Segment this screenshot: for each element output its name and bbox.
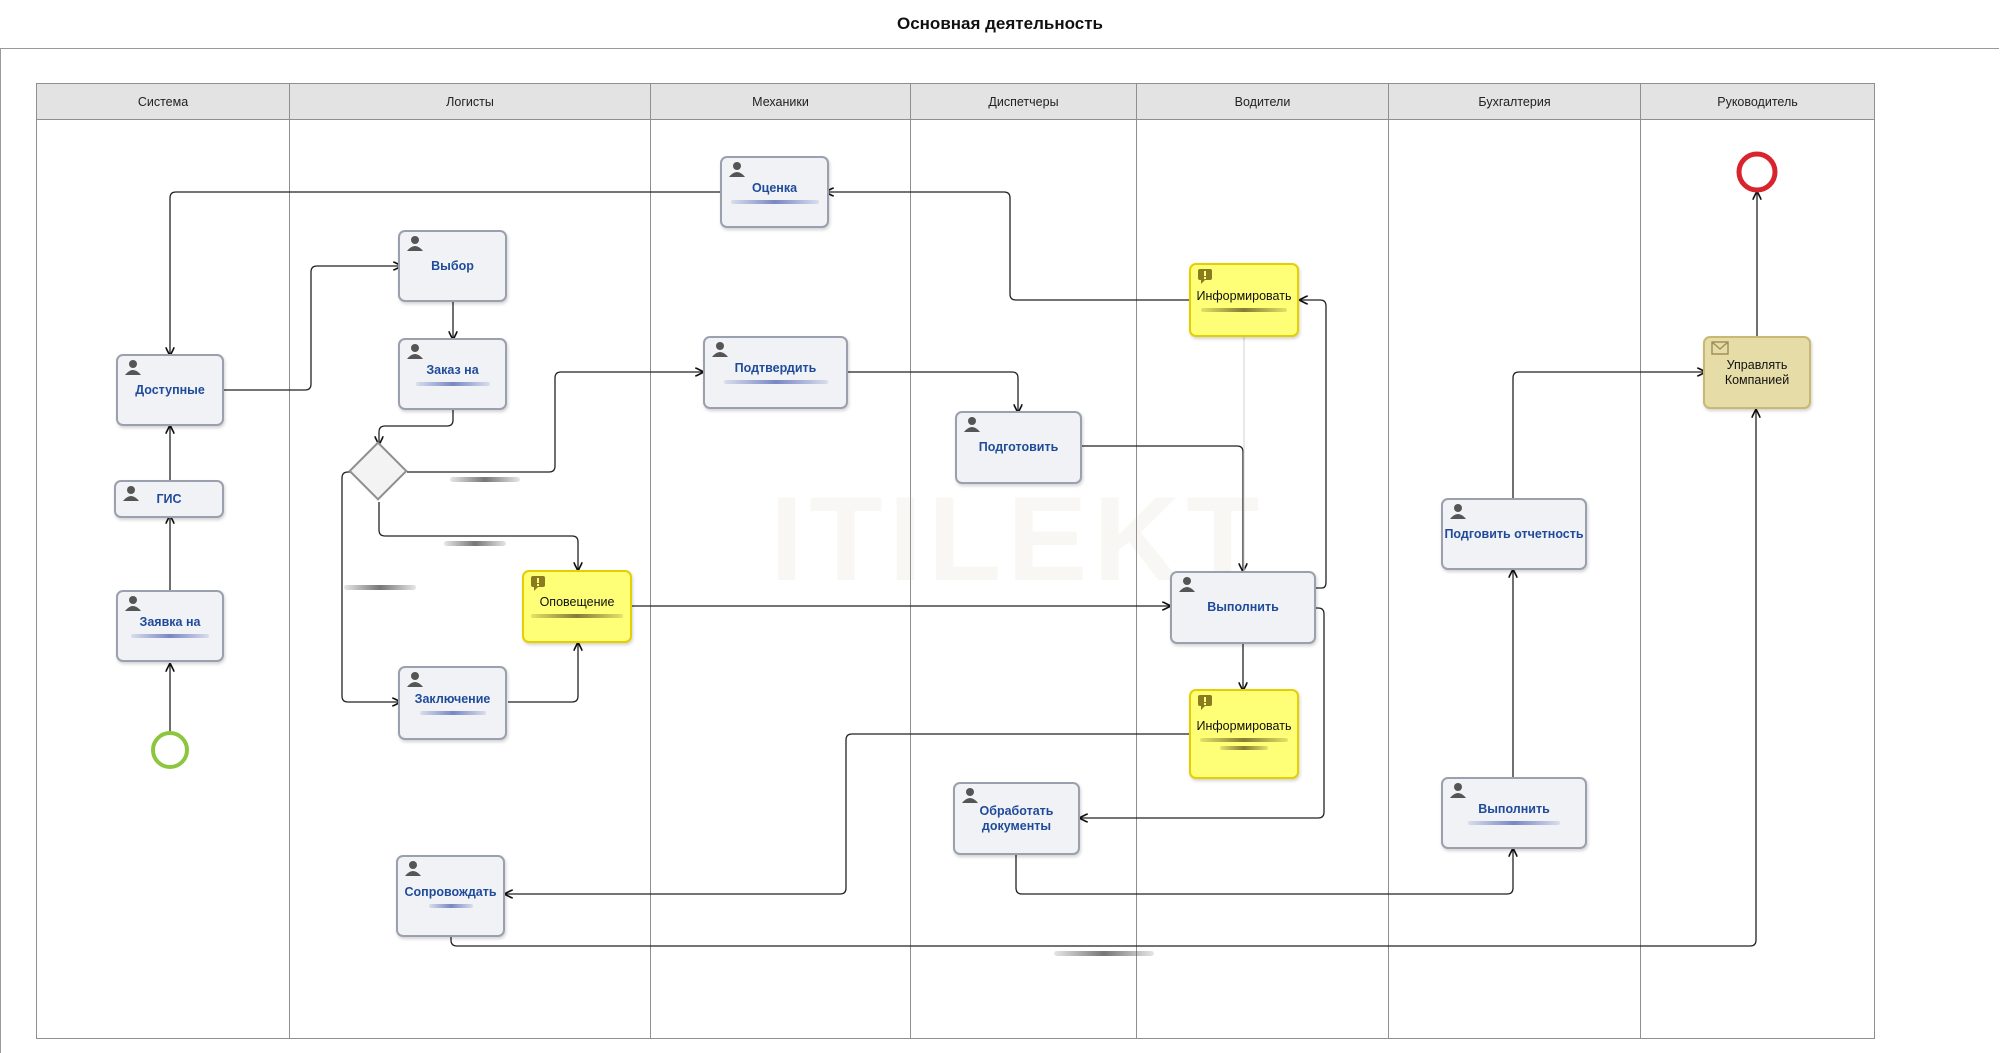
lane-header-director: Руководитель	[1640, 83, 1875, 120]
task-vypolnit-buh[interactable]: Выполнить	[1441, 777, 1587, 849]
task-podtverdit[interactable]: Подтвердить	[703, 336, 848, 409]
user-icon	[407, 236, 423, 251]
task-zaklyuchenie[interactable]: Заключение	[398, 666, 507, 740]
envelope-icon	[1711, 341, 1729, 355]
flow-label	[450, 477, 520, 482]
flow-dostupnye-to-vybor	[224, 266, 401, 391]
user-icon	[1450, 783, 1466, 798]
task-label: Информировать	[1196, 718, 1292, 733]
user-icon	[1179, 577, 1195, 592]
task-sublabel	[1200, 737, 1288, 742]
task-label: Подговить отчетность	[1444, 526, 1584, 541]
task-label: ГИС	[156, 491, 182, 506]
task-podgovit-otchet[interactable]: Подговить отчетность	[1441, 498, 1587, 570]
diagram-title: Основная деятельность	[896, 14, 1103, 33]
task-label: Выбор	[431, 258, 474, 273]
task-label: Доступные	[135, 382, 205, 397]
user-icon	[1450, 504, 1466, 519]
task-vybor[interactable]: Выбор	[398, 230, 507, 302]
task-upravlyat[interactable]: Управлять Компанией	[1703, 336, 1811, 409]
task-dostupnye[interactable]: Доступные	[116, 354, 224, 426]
task-label: Выполнить	[1478, 801, 1550, 816]
task-label: Информировать	[1196, 288, 1292, 303]
flow-zakaz-to-gateway	[379, 410, 454, 444]
flow-label	[444, 541, 506, 546]
flow-gateway-to-zaklyuchenie	[341, 471, 400, 702]
lane-header-system: Система	[36, 83, 290, 120]
flow-otsenka-to-dostupnye	[170, 191, 720, 355]
flow-informirovat2-to-soprovozhdat	[505, 733, 1189, 894]
lane-header-dispatchers: Диспетчеры	[910, 83, 1137, 120]
flow-vypolnit-to-obrabotat	[1080, 607, 1325, 818]
user-icon	[729, 162, 745, 177]
lane-header-drivers: Водители	[1136, 83, 1389, 120]
task-opoveschenie[interactable]: Оповещение	[522, 570, 632, 643]
task-zayavka[interactable]: Заявка на	[116, 590, 224, 662]
diagram-frame	[0, 48, 1999, 1053]
user-icon	[407, 672, 423, 687]
task-otsenka[interactable]: Оценка	[720, 156, 829, 228]
user-icon	[712, 342, 728, 357]
task-gis[interactable]: ГИС	[114, 480, 224, 518]
flow-informirovat1-to-otsenka	[826, 192, 1189, 301]
flow-gateway-to-podtverdit	[407, 372, 703, 473]
flow-label	[1054, 951, 1154, 956]
task-label: Заявка на	[139, 614, 201, 629]
user-icon	[125, 360, 141, 375]
flow-otchet-to-upravlyat	[1512, 372, 1705, 498]
task-label: Подготовить	[978, 440, 1059, 454]
lane-director	[1640, 120, 1875, 1039]
task-sublabel	[1201, 307, 1287, 312]
task-informirovat-1[interactable]: Информировать	[1189, 263, 1299, 337]
user-icon	[123, 486, 139, 501]
flow-podtverdit-to-podgotovit	[848, 371, 1018, 412]
task-label: Сопровождать	[404, 884, 497, 899]
task-label: Заключение	[414, 691, 491, 706]
task-zakaz[interactable]: Заказ на	[398, 338, 507, 410]
task-sublabel	[415, 381, 490, 386]
task-label: Оценка	[751, 180, 798, 195]
task-vypolnit-voditeli[interactable]: Выполнить	[1170, 571, 1316, 644]
task-sublabel	[531, 614, 623, 618]
task-sublabel	[428, 903, 473, 908]
exclamation-icon	[531, 576, 545, 591]
task-label: Выполнить	[1207, 600, 1279, 614]
lane-header-mechanics: Механики	[650, 83, 911, 120]
flow-soprovozhdat-to-upravlyat	[450, 410, 1756, 947]
end-event	[1736, 151, 1778, 193]
user-icon	[962, 788, 978, 803]
task-podgotovit[interactable]: Подготовить	[955, 411, 1082, 484]
exclamation-icon	[1198, 695, 1212, 710]
task-sublabel	[1468, 820, 1560, 825]
task-soprovozhdat[interactable]: Сопровождать	[396, 855, 505, 937]
task-sublabel	[1220, 745, 1268, 750]
task-informirovat-2[interactable]: Информировать	[1189, 689, 1299, 779]
lane-header-accounting: Бухгалтерия	[1388, 83, 1641, 120]
start-event	[151, 731, 189, 769]
exclamation-icon	[1198, 269, 1212, 284]
exclusive-gateway	[348, 441, 408, 501]
flow-obrabotat-to-vypolnit-buh	[1015, 849, 1513, 895]
task-label: Управлять Компанией	[1724, 357, 1790, 387]
lane-header-logists: Логисты	[289, 83, 651, 120]
flow-gateway-to-opoveschenie	[378, 502, 578, 570]
task-sublabel	[419, 710, 486, 715]
task-obrabotat[interactable]: Обработать документы	[953, 782, 1080, 855]
user-icon	[405, 861, 421, 876]
task-label: Обработать документы	[979, 803, 1054, 833]
flow-label	[344, 585, 416, 590]
task-label: Оповещение	[539, 595, 615, 609]
user-icon	[964, 417, 980, 432]
task-label: Заказ на	[426, 362, 479, 377]
flow-zaklyuchenie-to-opoveschenie	[508, 643, 578, 703]
flow-vypolnit-to-informirovat1	[1300, 300, 1327, 589]
task-sublabel	[730, 199, 819, 204]
flow-podgotovit-to-vypolnit	[1082, 445, 1243, 571]
user-icon	[125, 596, 141, 611]
user-icon	[407, 344, 423, 359]
task-sublabel	[131, 633, 209, 638]
task-sublabel	[723, 380, 828, 384]
task-label: Подтвердить	[734, 361, 817, 375]
